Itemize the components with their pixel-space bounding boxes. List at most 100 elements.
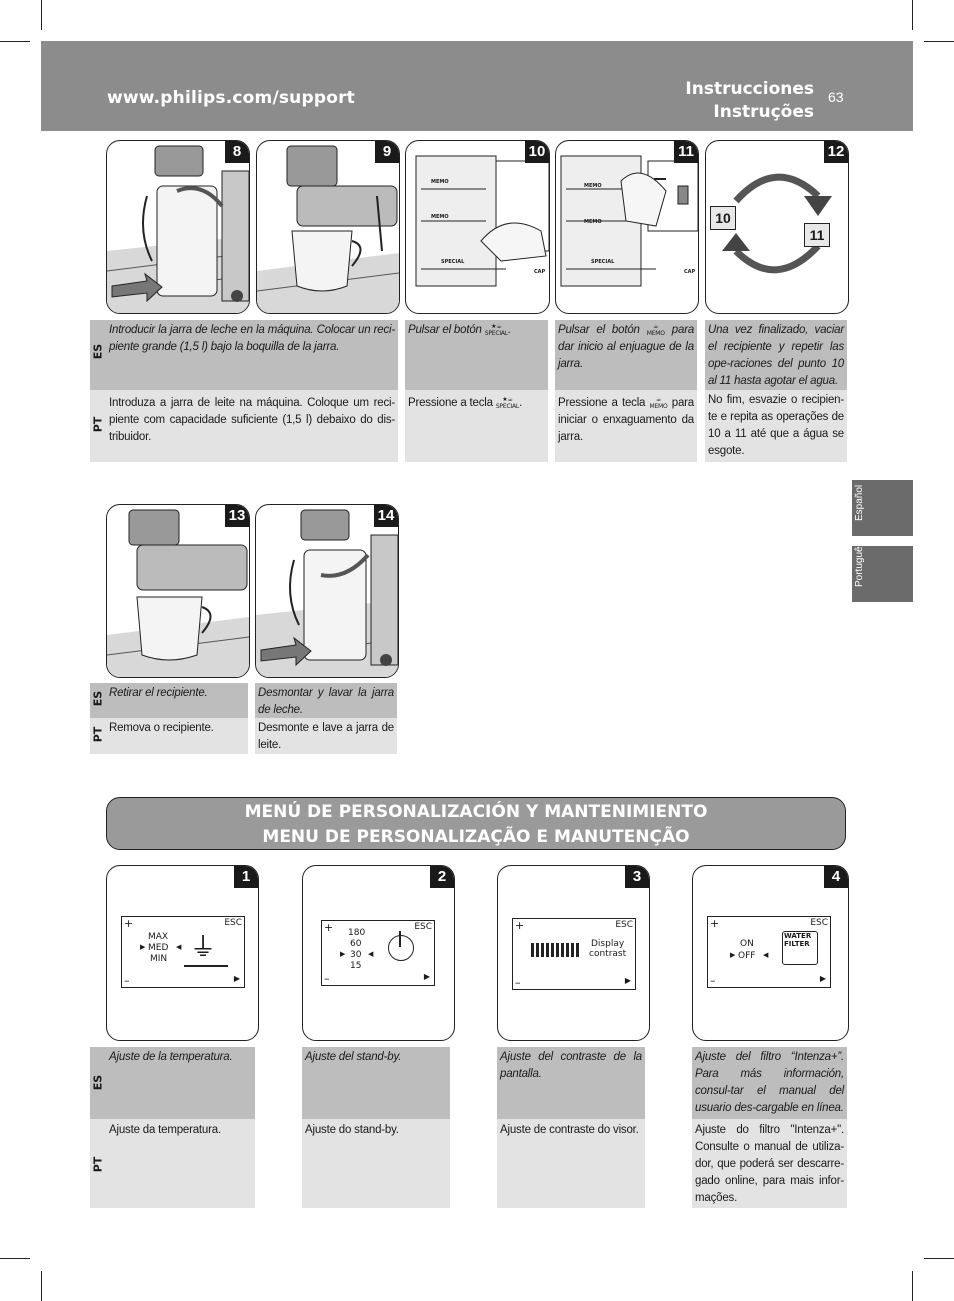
esc-label: ESC bbox=[810, 918, 828, 928]
menu-step-4-illustration: 4 + ESC – ON ▶ OFF ◀ WATER FILTER ▶ bbox=[692, 865, 849, 1041]
step-badge: 13 bbox=[225, 505, 249, 527]
step-14-text-es: Desmontar y lavar la jarra de leche. bbox=[255, 683, 397, 718]
title-pt: Instruções bbox=[713, 102, 814, 122]
water-filter-icon bbox=[782, 931, 818, 965]
arrow-left-icon: ◀ bbox=[176, 943, 182, 951]
section-banner: MENÚ DE PERSONALIZACIÓN Y MANTENIMIENTO … bbox=[106, 797, 846, 850]
power-icon bbox=[388, 935, 414, 961]
lang-label-pt: PT bbox=[91, 416, 105, 433]
support-url[interactable]: www.philips.com/support bbox=[107, 88, 356, 108]
step-12-text-es: Una vez finalizado, vaciar el recipiente… bbox=[705, 320, 847, 390]
temp-option-med: MED bbox=[148, 943, 169, 953]
repeat-cycle-arrows-icon bbox=[722, 173, 832, 274]
standby-option: 60 bbox=[350, 939, 362, 949]
menu-step-3-text-es: Ajuste del contraste de la pantalla. bbox=[497, 1047, 645, 1119]
step-badge: 2 bbox=[430, 866, 454, 888]
step-13-text-pt: Remova o recipiente. bbox=[106, 718, 248, 754]
menu-step-2-text-es: Ajuste del stand-by. bbox=[302, 1047, 450, 1119]
page-number: 63 bbox=[828, 89, 844, 105]
minus-label: – bbox=[515, 976, 521, 989]
standby-option: 180 bbox=[348, 928, 366, 938]
lang-label-es: ES bbox=[91, 1074, 105, 1091]
lang-block-pt bbox=[90, 718, 106, 754]
instruction: para dar inicio al enjuague de la jarra. bbox=[558, 324, 695, 370]
step-10-text-es: Pulsar el botón ★☕SPECIAL. bbox=[405, 320, 548, 390]
filter-label: FILTER bbox=[784, 940, 810, 948]
step-14-text-pt: Desmonte e lave a jarra de leite. bbox=[255, 718, 397, 754]
lang-block-pt bbox=[90, 390, 106, 462]
display-screen: + ESC – MAX ▶ MED ◀ MIN ⏚ ▶ bbox=[121, 916, 245, 988]
arrow-right-icon: ▶ bbox=[624, 976, 631, 985]
arrow-right-icon: ▶ bbox=[140, 943, 146, 951]
arrow-left-icon: ◀ bbox=[368, 950, 374, 958]
crop-mark bbox=[912, 1271, 913, 1301]
arrow-right-icon: ▶ bbox=[233, 974, 240, 983]
display-screen: + ESC – Display contrast ▶ bbox=[512, 918, 636, 990]
minus-label: – bbox=[324, 972, 330, 985]
menu-step-4-text-pt: Ajuste do filtro "Intenza+". Consulte o … bbox=[692, 1119, 847, 1208]
lang-block-pt bbox=[90, 1119, 106, 1208]
lang-block-es bbox=[90, 1047, 106, 1119]
arrow-right-icon: ▶ bbox=[423, 972, 430, 981]
esc-label: ESC bbox=[224, 918, 242, 928]
plus-label: + bbox=[324, 921, 334, 934]
cap-label: CAP bbox=[534, 269, 546, 275]
step-badge: 9 bbox=[375, 141, 399, 163]
contrast-label: contrast bbox=[589, 949, 627, 959]
crop-mark bbox=[41, 1271, 42, 1301]
special-button-icon: ★☕SPECIAL bbox=[495, 395, 520, 410]
menu-step-2-illustration: 2 + ESC – 180 60 ▶ 30 ◀ 15 ▶ bbox=[302, 865, 455, 1041]
machine-with-cup-drawing bbox=[257, 145, 399, 313]
banner-title-pt: MENU DE PERSONALIZAÇÃO E MANUTENÇÃO bbox=[262, 827, 690, 847]
step-11-illustration: MEMO MEMO SPECIAL CAP 11 bbox=[555, 140, 699, 314]
memo-button-icon: ☕MEMO bbox=[646, 322, 665, 337]
temp-option-max: MAX bbox=[148, 932, 169, 942]
step-13-text-es: Retirar el recipiente. bbox=[106, 683, 248, 718]
machine-with-milk-jug-drawing bbox=[107, 145, 249, 313]
special-label: SPECIAL bbox=[591, 259, 615, 265]
special-label: SPECIAL bbox=[441, 259, 465, 265]
step-badge: 3 bbox=[625, 866, 649, 888]
control-panel-special-button-drawing bbox=[415, 155, 549, 287]
page-title: Instrucciones Instruções bbox=[685, 78, 814, 124]
crop-mark bbox=[0, 1258, 30, 1259]
memo-label: MEMO bbox=[584, 219, 602, 225]
arrow-right-icon: ▶ bbox=[340, 950, 346, 958]
special-button-icon: ★☕SPECIAL bbox=[484, 322, 508, 337]
side-tab-espanol[interactable]: Español bbox=[852, 480, 913, 536]
minus-label: – bbox=[710, 974, 716, 987]
machine-removing-milk-jug-drawing bbox=[256, 509, 398, 677]
lang-block-es bbox=[90, 683, 106, 718]
lang-label-es: ES bbox=[91, 343, 105, 360]
step-14-illustration: 14 bbox=[255, 504, 399, 678]
step-badge: 10 bbox=[525, 141, 549, 163]
arrow-left-icon: ◀ bbox=[763, 951, 769, 959]
plus-label: + bbox=[515, 919, 525, 932]
crop-mark bbox=[924, 41, 954, 42]
water-label: WATER bbox=[784, 932, 812, 940]
machine-with-cup-drawing bbox=[107, 509, 249, 677]
step-8-illustration: 8 bbox=[106, 140, 250, 314]
display-screen: + ESC – 180 60 ▶ 30 ◀ 15 ▶ bbox=[321, 920, 435, 986]
control-panel-memo-button-drawing bbox=[560, 155, 698, 287]
menu-step-1-illustration: 1 + ESC – MAX ▶ MED ◀ MIN ⏚ ▶ bbox=[106, 865, 259, 1041]
filter-option-off: OFF bbox=[738, 951, 756, 961]
step-badge: 1 bbox=[234, 866, 258, 888]
display-label: Display bbox=[591, 939, 625, 949]
memo-button-icon: ☕MEMO bbox=[649, 395, 668, 410]
crop-mark bbox=[0, 41, 30, 42]
menu-step-3-illustration: 3 + ESC – Display contrast ▶ bbox=[497, 865, 650, 1041]
crop-mark bbox=[912, 0, 913, 30]
instruction: Pressione a tecla bbox=[408, 397, 493, 409]
thermometer-cup-icon: ⏚ bbox=[190, 933, 217, 963]
plus-label: + bbox=[124, 917, 134, 930]
esc-label: ESC bbox=[414, 922, 432, 932]
cap-label: CAP bbox=[684, 269, 696, 275]
power-icon-stem bbox=[399, 931, 401, 947]
filter-option-on: ON bbox=[740, 939, 754, 949]
step-badge: 11 bbox=[674, 141, 698, 163]
side-tab-portugues[interactable]: Português bbox=[852, 541, 913, 602]
step-badge: 12 bbox=[824, 141, 848, 163]
arrow-right-icon: ▶ bbox=[819, 974, 826, 983]
step-8-text-pt: Introduza a jarra de leite na máquina. C… bbox=[106, 390, 398, 462]
